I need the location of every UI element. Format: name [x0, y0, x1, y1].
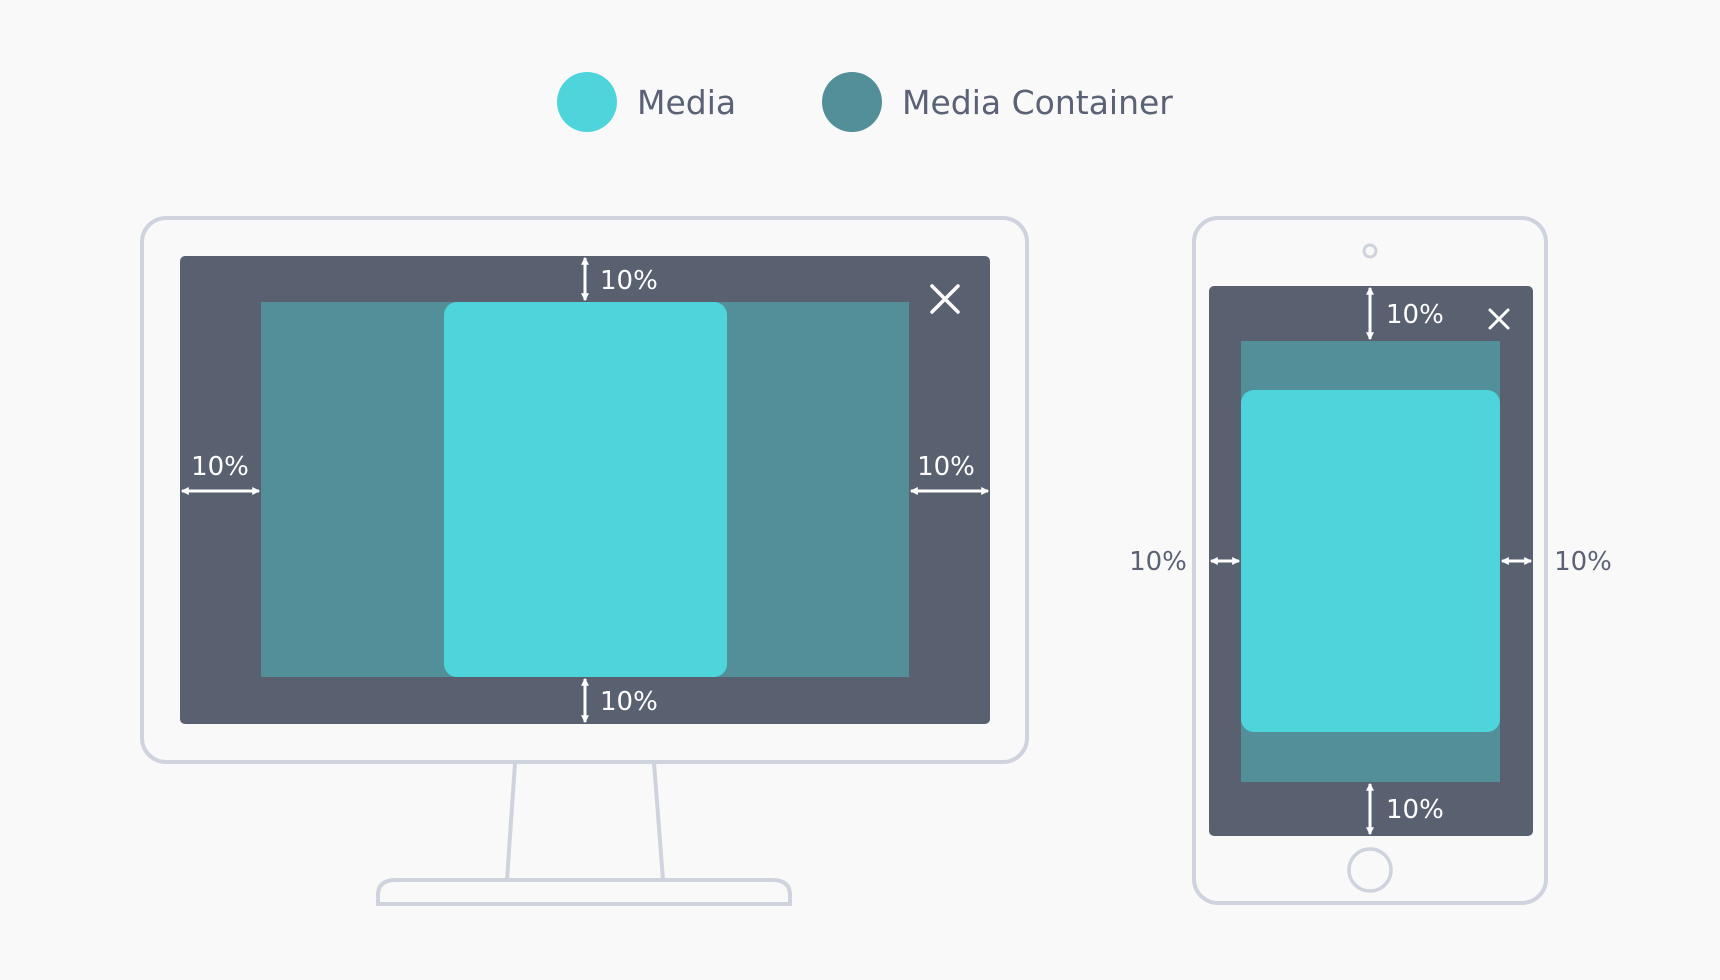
media-container-swatch [822, 72, 882, 132]
mobile-left-margin-label: 10% [1129, 547, 1187, 577]
desktop-left-margin-label: 10% [191, 452, 249, 482]
phone-camera [1362, 243, 1378, 259]
desktop-right-margin-label: 10% [917, 452, 975, 482]
desktop-monitor: 10% 10% 10% 10% [140, 216, 1029, 906]
mobile-media [1241, 390, 1500, 732]
desktop-top-margin-label: 10% [600, 266, 658, 296]
mobile-top-margin-label: 10% [1386, 300, 1444, 330]
mobile-bottom-margin-label: 10% [1386, 795, 1444, 825]
monitor-stand-base [376, 878, 792, 906]
desktop-close-icon[interactable] [930, 284, 960, 314]
monitor-stand-neck [505, 762, 665, 881]
legend-item-media-container: Media Container [822, 72, 1173, 132]
legend-label-media: Media [637, 83, 736, 122]
legend-label-media-container: Media Container [902, 83, 1173, 122]
legend: Media Media Container [557, 72, 1173, 132]
phone-home-button [1347, 847, 1393, 893]
desktop-media [444, 302, 727, 677]
media-swatch [557, 72, 617, 132]
mobile-phone: 10% 10% 10% 10% [1129, 216, 1612, 905]
desktop-bottom-margin-label: 10% [600, 687, 658, 717]
mobile-close-icon[interactable] [1488, 308, 1510, 330]
legend-item-media: Media [557, 72, 736, 132]
mobile-right-margin-label: 10% [1554, 547, 1612, 577]
